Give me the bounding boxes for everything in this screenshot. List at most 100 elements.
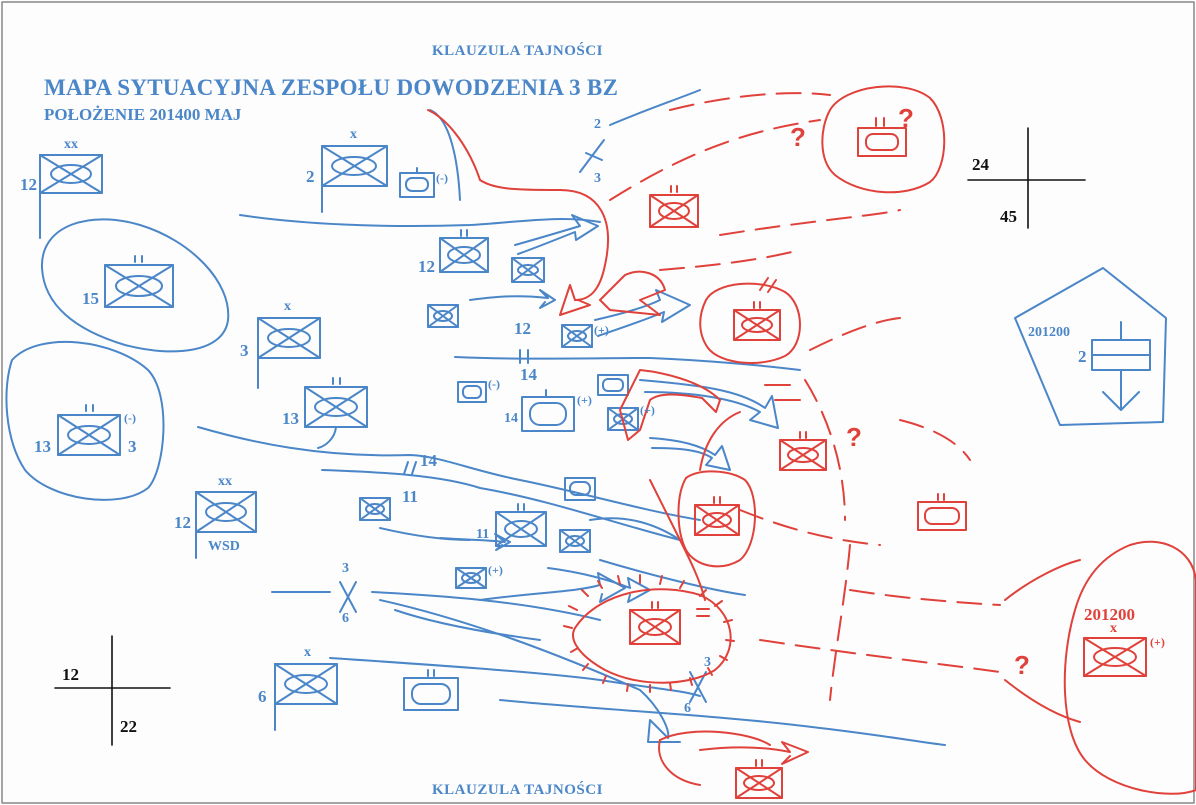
friendly-overlay [5,89,1167,746]
label-unit13-reduced: (-) [124,411,136,425]
enemy-dash-6 [804,379,846,521]
boundary-top-lower: 3 [594,171,601,186]
label-unit14-minus: (-) [488,377,500,391]
boundary-left-upper: 3 [342,561,349,576]
line-4 [321,469,681,541]
enemy-arc-bottom-2 [658,739,701,786]
label-unit14-plus: (+) [577,393,592,407]
enemy-line-a [699,411,741,471]
enemy-funnel-bottom [1004,679,1081,723]
enemy-dash-9 [849,589,1001,606]
friendly-unit-bde2 [321,145,388,213]
arrow-d [639,379,779,429]
label-bde2: 2 [306,167,315,186]
enemy-area-engaged [572,588,732,684]
grid-ref-top-vertical: 45 [1000,207,1017,226]
boundary-center: 14 [420,451,437,470]
enemy-unknown-1: ? [790,122,806,152]
friendly-unit-11-left [359,497,391,521]
enemy-unit-engaged [629,601,710,645]
map-subtitle: POŁOŻENIE 201400 MAJ [44,105,242,124]
grid-ref-top-horizontal: 24 [972,155,989,174]
arrow-g [479,572,626,603]
label-bde6: 6 [258,687,267,706]
boundary-left-lower: 6 [342,611,349,626]
friendly-unit-13 [304,377,368,449]
label-div12-wsd-sub: WSD [208,539,240,554]
grid-ref-bottom-vertical: 22 [120,717,137,736]
enemy-dash-10 [759,639,1001,673]
label-unit14-above: 14 [520,365,537,384]
area-unit13 [5,340,165,501]
grid-ref-bottom-horizontal: 12 [62,665,79,684]
echelon-div12-wsd: xx [218,474,232,489]
boundary-bottom-upper: 3 [704,655,711,670]
friendly-unit-11-plus [455,567,487,589]
line-bottom-a [394,609,541,641]
label-unit15: 15 [82,289,99,308]
echelon-bde2: x [350,127,357,142]
enemy-dash-1 [609,119,821,201]
enemy-dash-7 [829,544,851,701]
enemy-ticks [764,384,801,401]
friendly-unit-div12-wsd [195,491,257,559]
label-unit13: 13 [282,409,299,428]
grid-reference-marks [54,127,1086,746]
command-post-dtg: 201200 [1028,325,1070,340]
arrow-f [439,533,511,551]
enemy-arrow-mid [599,270,666,316]
enemy-arc-bottom [659,730,771,746]
line-bottom-b [599,559,746,596]
label-unit12-plus: (+) [594,323,609,337]
classification-top: KLAUZULA TAJNOŚCI [432,43,603,59]
enemy-area-main [1063,540,1196,795]
map-title: MAPA SYTUACYJNA ZESPOŁU DOWODZENIA 3 BZ [44,75,619,100]
engaged-hatching [563,574,735,693]
enemy-dash-11 [899,419,971,461]
label-unit14-plus-2: (+) [640,403,655,417]
enemy-area-top [821,85,946,194]
label-unit11-plus: (+) [488,563,503,577]
friendly-unit-15 [104,255,174,308]
friendly-unit-recon-bottom [403,669,459,711]
label-unit12-below: 12 [514,319,531,338]
enemy-unit-top [857,117,907,157]
friendly-unit-12-center [439,229,489,273]
arrow-h [547,567,651,603]
enemy-dash-8 [739,509,881,546]
boundary-mark-left [339,581,357,613]
arrow-a [514,214,599,255]
label-div12-wsd: 12 [174,513,191,532]
command-post-designation: 2 [1078,347,1087,366]
label-unit11: 11 [476,527,490,542]
enemy-overlay [427,85,1196,799]
area-command-post [1014,267,1167,426]
enemy-dash-5 [809,317,901,351]
enemy-line-b [649,479,706,601]
echelon-bde6: x [304,645,311,660]
label-unit11-left: 11 [402,487,419,506]
friendly-unit-13-3 [57,404,121,456]
enemy-main-dtg: 201200 [1084,605,1135,624]
friendly-unit-small-b [427,304,459,328]
enemy-unknown-2: ? [898,103,914,133]
label-unit12-center: 12 [418,257,435,276]
classification-bottom: KLAUZULA TAJNOŚCI [432,782,603,798]
arrow-i [379,599,681,743]
boundary-mark-mid [519,349,529,364]
friendly-unit-detachment [399,167,435,198]
line-1 [239,214,601,227]
enemy-unit-b [733,301,781,341]
friendly-unit-recon-minus [457,381,487,403]
enemy-arrow-bottom [699,741,809,765]
area-unit15 [40,218,230,353]
line-6 [329,657,701,697]
boundary-bottom-lower: 6 [684,701,691,716]
arrow-e [649,437,731,471]
line-5 [271,591,601,621]
enemy-arrow-counter [619,369,721,441]
enemy-funnel-top [1004,559,1081,601]
friendly-command-post-symbol [1091,321,1151,411]
